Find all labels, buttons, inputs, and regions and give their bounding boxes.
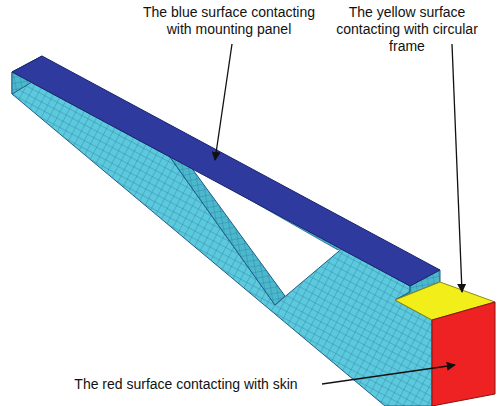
- leader-arrow: [215, 44, 232, 160]
- callout-label: The red surface contacting with skin: [52, 376, 320, 393]
- callout-label: The blue surface contacting with mountin…: [140, 4, 318, 38]
- red-surface: [432, 302, 495, 406]
- leader-arrow: [322, 365, 455, 384]
- blue-top-surface: [12, 56, 440, 286]
- callout-label: The yellow surface contacting with circu…: [318, 4, 496, 55]
- leader-arrow: [452, 44, 462, 292]
